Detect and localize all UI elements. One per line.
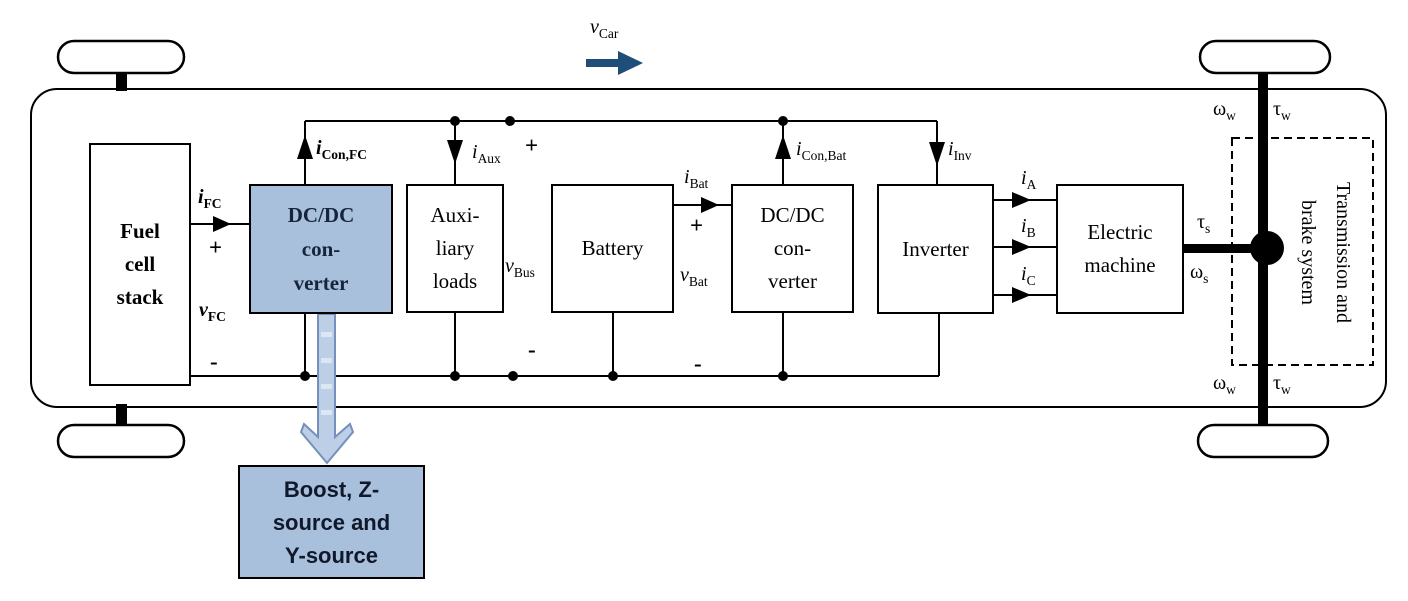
caption-line: brake system: [1297, 199, 1319, 305]
block-line: con-: [773, 236, 812, 260]
minus-sign-bat: -: [694, 351, 702, 376]
block-line: Auxi-: [430, 203, 480, 227]
i-con-bat-arrowhead: [775, 135, 791, 159]
i-con-bat-label: iCon,Bat: [796, 138, 847, 163]
speed-arrow-shaft: [586, 59, 619, 67]
block-line: Fuel: [120, 219, 160, 243]
block-line: Boost, Z-: [283, 476, 380, 502]
i-bat-label: iBat: [684, 166, 709, 191]
i-inv-arrowhead: [929, 142, 945, 166]
i-fc-arrowhead: [213, 216, 231, 232]
omega-w-bottom-label: ωw: [1213, 372, 1236, 397]
v-bat-label: vBat: [680, 264, 708, 289]
caption-line: Transmission and: [1332, 181, 1354, 323]
front-axle-stub-top: [116, 71, 127, 91]
tau-w-bottom-label: τw: [1273, 372, 1291, 397]
junction-dot: [450, 371, 460, 381]
block-line: machine: [1084, 253, 1156, 277]
minus-sign-fc: -: [210, 349, 218, 374]
wheel-bottom-right: [1196, 423, 1330, 459]
block-line: Inverter: [902, 236, 969, 261]
block-line: verter: [293, 271, 349, 295]
junction-dot: [300, 371, 310, 381]
i-inv-label: iInv: [948, 138, 972, 163]
speed-arrow: [586, 51, 643, 75]
wheel-top-left: [56, 39, 186, 75]
i-con-fc-label: iCon,FC: [316, 137, 367, 162]
front-axle-stub-bottom: [116, 404, 127, 427]
i-c-label: iC: [1021, 263, 1036, 288]
current-arrowheads: [213, 135, 1031, 303]
junction-dot: [608, 371, 618, 381]
i-a-arrowhead: [1012, 192, 1031, 208]
electric-machine-block: Electric machine: [1056, 184, 1184, 314]
plus-sign-bus: +: [525, 133, 539, 158]
speed-arrow-head: [618, 51, 643, 75]
car-body-outline: [30, 88, 1387, 408]
v-bus-label: vBus: [505, 255, 535, 280]
block-line: Battery: [581, 236, 644, 260]
i-b-label: iB: [1021, 215, 1036, 240]
transmission-dashed-box: [1231, 137, 1374, 366]
dcdc-converter-battery-block: DC/DC con- verter: [731, 184, 854, 313]
block-line: cell: [124, 252, 156, 276]
plus-sign-fc: +: [209, 235, 223, 260]
axle-shaft-joint: [1250, 231, 1284, 265]
fuel-cell-stack-block: Fuel cell stack: [89, 143, 191, 386]
junction-dot: [778, 371, 788, 381]
junction-dot: [450, 116, 460, 126]
junction-dot: [505, 116, 515, 126]
omega-w-top-label: ωw: [1213, 98, 1236, 123]
wheel-top-right: [1198, 39, 1332, 75]
v-car-subscript: Car: [598, 26, 619, 41]
inverter-block: Inverter: [877, 184, 994, 314]
junction-dot: [508, 371, 518, 381]
block-line: Electric: [1087, 220, 1153, 244]
battery-block: Battery: [551, 184, 674, 313]
wheel-bottom-left: [56, 423, 186, 459]
block-line: DC/DC: [287, 203, 355, 227]
plus-sign-bat: +: [690, 213, 704, 238]
i-bat-arrowhead: [701, 197, 719, 213]
block-line: DC/DC: [760, 203, 825, 227]
junction-dots: [300, 116, 788, 381]
i-fc-label: iFC: [198, 186, 222, 211]
tau-w-top-label: τw: [1273, 98, 1291, 123]
block-line: liary: [435, 236, 475, 260]
transmission-brake-caption: Transmission and brake system: [1284, 140, 1360, 364]
block-line: verter: [768, 269, 817, 293]
i-b-arrowhead: [1012, 239, 1031, 255]
i-con-fc-arrowhead: [297, 135, 313, 159]
i-aux-label: iAux: [472, 141, 501, 166]
boost-callout-arrow: [299, 313, 355, 465]
minus-sign-bus: -: [528, 337, 536, 362]
block-line: source and: [272, 509, 391, 535]
i-aux-arrowhead: [447, 140, 463, 164]
block-line: con-: [301, 237, 341, 261]
block-line: loads: [432, 269, 478, 293]
boost-callout-arrow-stripes: [321, 332, 332, 415]
boost-z-source-y-source-block: Boost, Z- source and Y-source: [238, 465, 425, 579]
block-line: stack: [116, 285, 164, 309]
i-c-arrowhead: [1012, 287, 1031, 303]
drive-shaft: [1183, 244, 1273, 253]
v-fc-label: vFC: [199, 299, 226, 324]
auxiliary-loads-block: Auxi- liary loads: [406, 184, 504, 313]
tau-s-label: τs: [1197, 211, 1211, 236]
i-a-label: iA: [1021, 167, 1037, 192]
v-car-symbol: v: [590, 16, 599, 38]
junction-dot: [778, 116, 788, 126]
block-line: Y-source: [285, 542, 378, 568]
omega-s-label: ωs: [1190, 261, 1209, 286]
v-car-label: vCar: [590, 13, 618, 41]
dcdc-converter-fc-block: DC/DC con- verter: [249, 184, 393, 314]
